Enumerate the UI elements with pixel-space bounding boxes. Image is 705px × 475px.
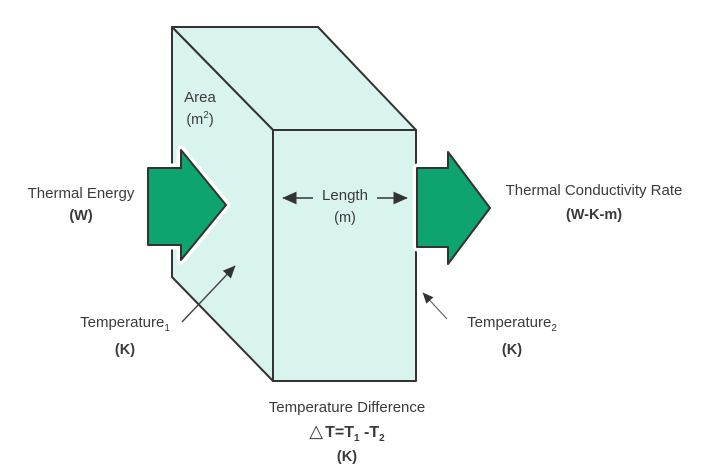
temperature-difference-label: Temperature Difference △T=T1 -T2 (K) [269,397,425,468]
thermal-energy-title: Thermal Energy [27,185,135,202]
thermal-conductivity-unit: (W-K-m) [565,207,623,223]
temperature2-label: Temperature2 (K) [467,312,557,361]
temperature-difference-title: Temperature Difference [268,399,426,416]
temperature2-pointer-arrow-icon [422,292,448,320]
thermal-energy-arrow-icon [147,149,227,261]
delta-icon: △ [309,421,324,441]
temperature2-title: Temperature2 [467,314,557,334]
length-unit: (m) [334,210,356,226]
length-label: Length (m) [322,185,368,229]
thermal-energy-unit: (W) [69,208,93,224]
area-unit: (m2) [186,110,214,129]
thermal-energy-label: Thermal Energy (W) [28,183,135,227]
temperature1-title: Temperature1 [80,314,170,334]
temperature-difference-equation: △T=T1 -T2 [309,421,385,444]
temperature2-unit: (K) [501,342,523,358]
thermal-conductivity-arrow-icon [416,151,491,265]
length-title: Length [322,187,368,204]
temperature-difference-unit: (K) [336,449,358,465]
temperature1-pointer-arrow-icon [181,265,236,323]
thermal-conductivity-title: Thermal Conductivity Rate [505,182,683,199]
area-title: Area [184,89,216,106]
temperature1-label: Temperature1 (K) [80,312,170,361]
temperature1-unit: (K) [114,342,136,358]
thermal-conductivity-label: Thermal Conductivity Rate (W-K-m) [506,180,683,226]
area-label: Area (m2) [184,87,216,131]
box-front-face [272,129,417,382]
